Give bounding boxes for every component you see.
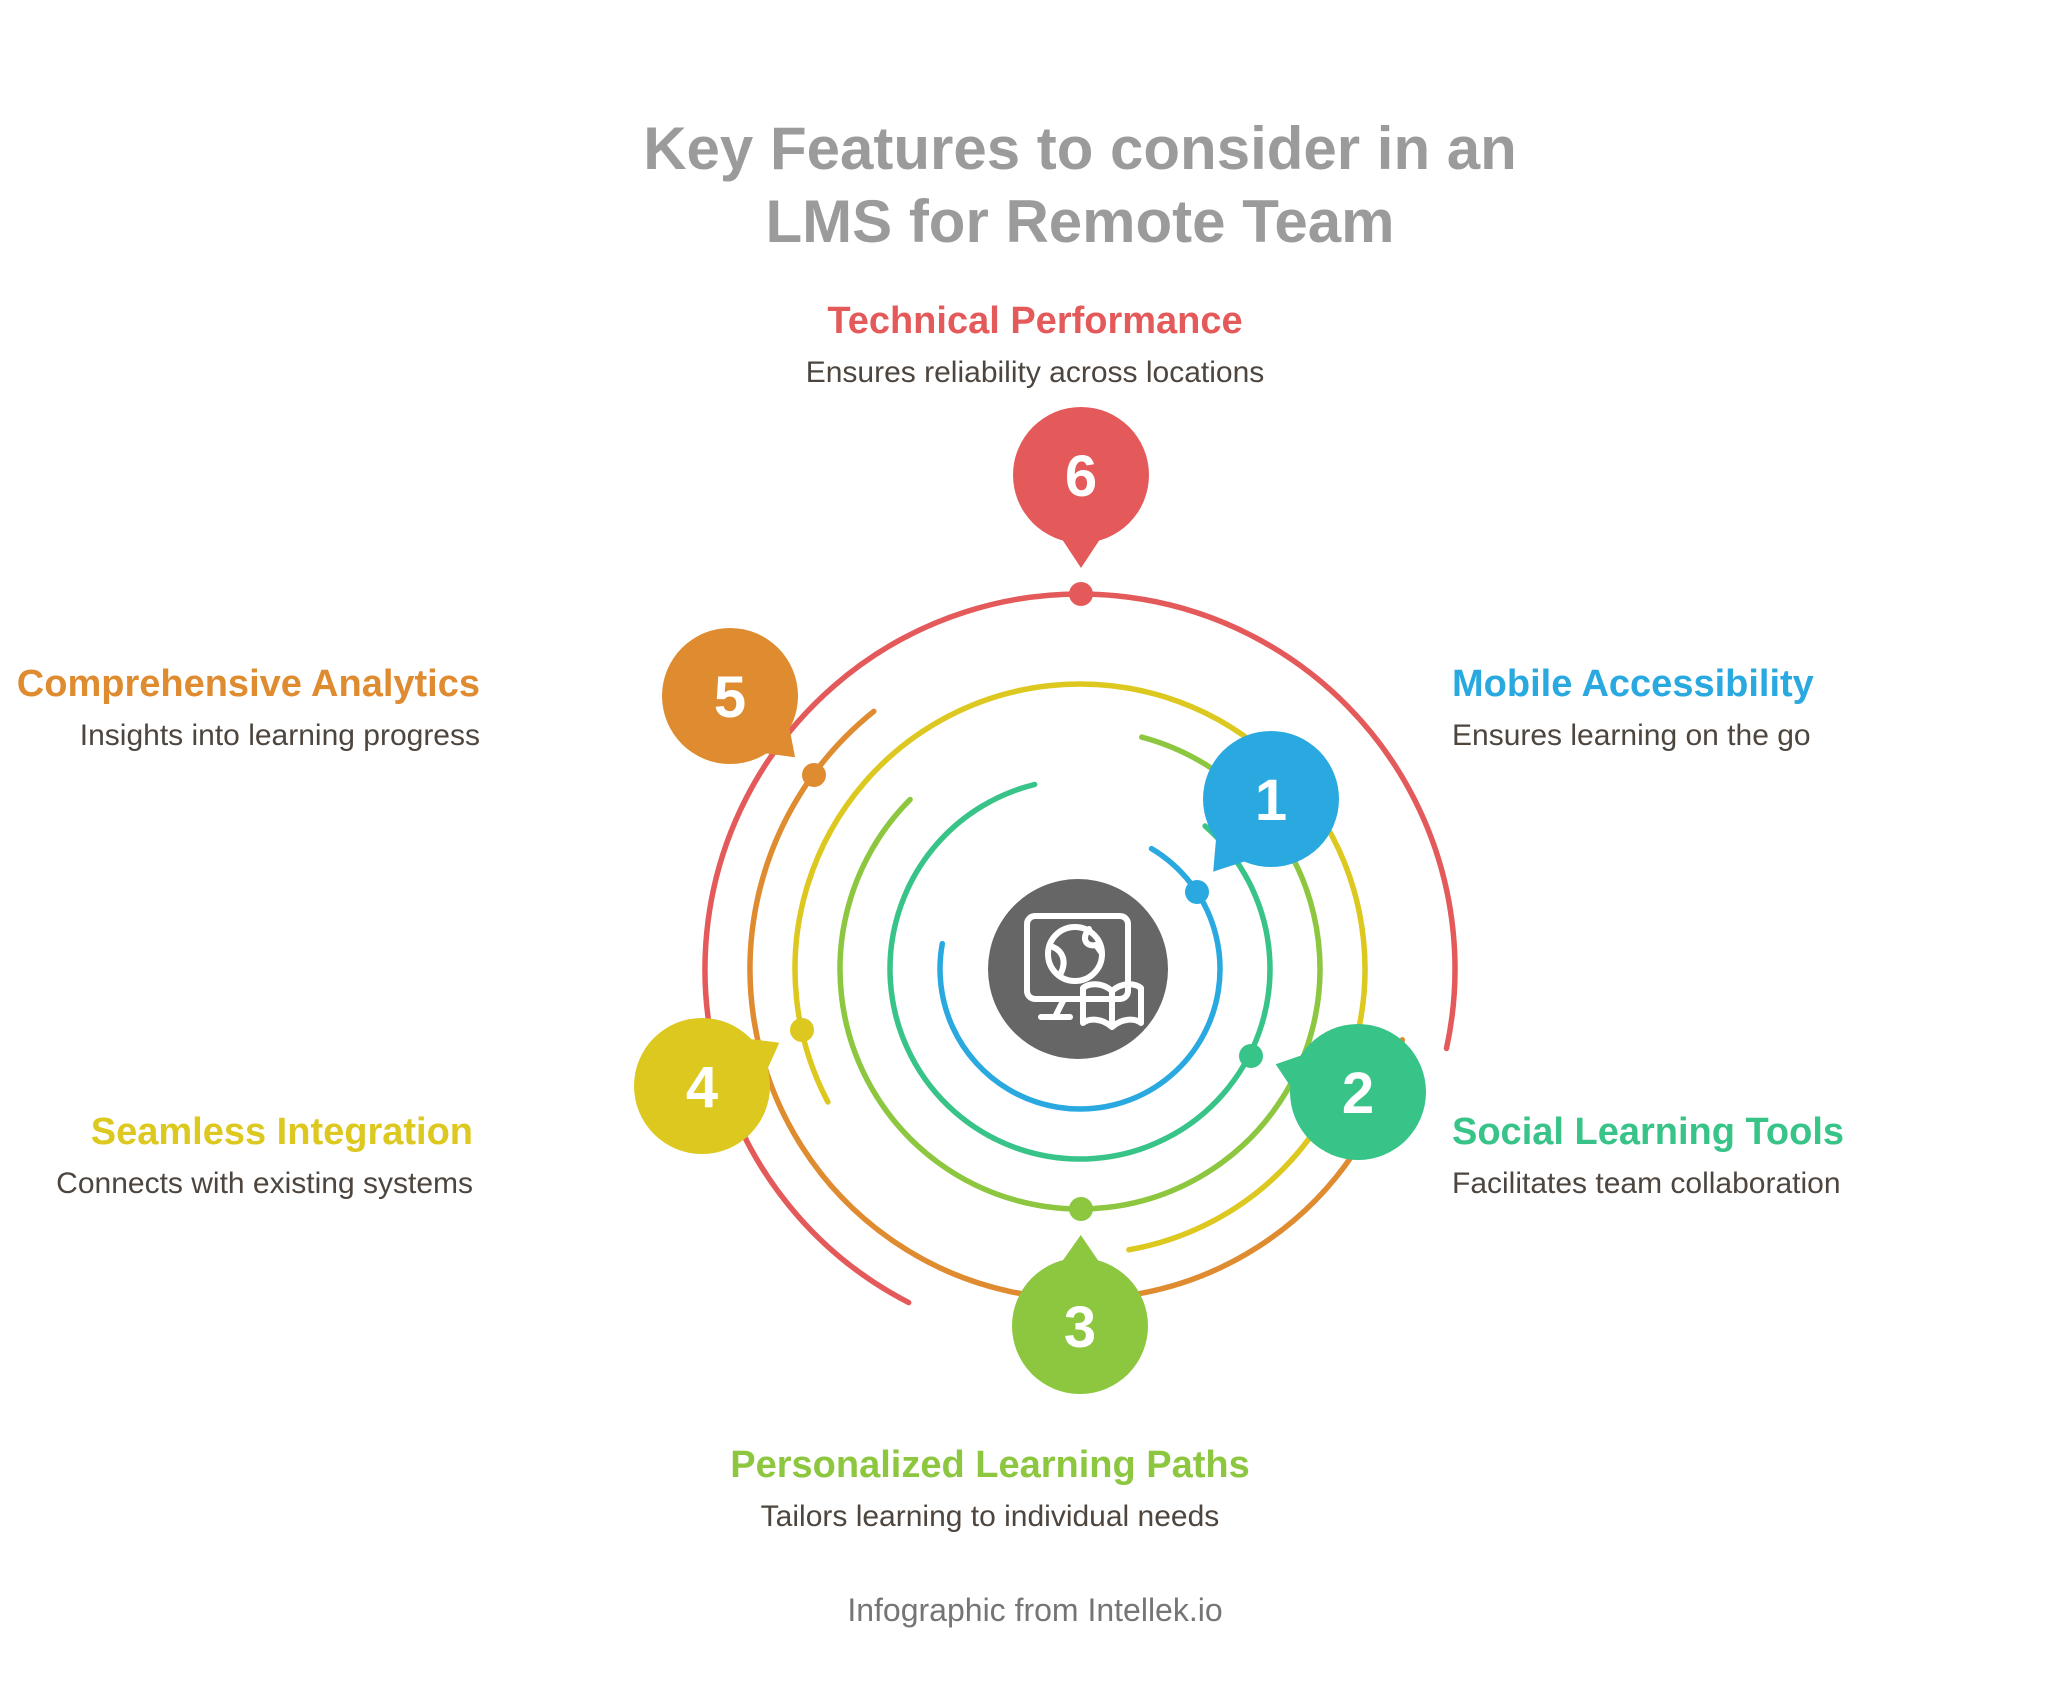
page-title-line1: Key Features to consider in an: [643, 115, 1517, 182]
bubble-4: [634, 1018, 770, 1154]
page-title-line2: LMS for Remote Team: [765, 188, 1395, 256]
feature-heading: Social Learning Tools: [1452, 1111, 1845, 1153]
feature-description: Tailors learning to individual needs: [760, 1499, 1220, 1533]
bubble-number-1: 1: [1255, 768, 1287, 833]
feature-description: Connects with existing systems: [56, 1166, 473, 1200]
center-circle: [988, 879, 1168, 1059]
bubble-number-4: 4: [686, 1055, 718, 1120]
globe-continent-icon: [1050, 926, 1104, 976]
ring-dot-1: [1185, 880, 1209, 904]
feature-label-technical-performance: Technical Performance Ensures reliabilit…: [806, 300, 1265, 390]
feature-description: Facilitates team collaboration: [1452, 1166, 1841, 1200]
feature-heading: Personalized Learning Paths: [730, 1444, 1250, 1486]
monitor-stand-icon: [1038, 996, 1073, 1020]
bubble-number-2: 2: [1342, 1061, 1374, 1126]
feature-label-comprehensive-analytics: Comprehensive Analytics Insights into le…: [17, 663, 480, 753]
bubble-number-6: 6: [1065, 444, 1097, 509]
ring-arc-1: [937, 826, 1223, 1112]
book-icon: [1080, 981, 1144, 1030]
bubble-number-3: 3: [1064, 1295, 1096, 1360]
feature-heading: Mobile Accessibility: [1452, 663, 1814, 705]
bubble-5: [662, 628, 798, 764]
page-title: Key Features to consider in an LMS for R…: [643, 112, 1517, 258]
bubble-3: [1012, 1258, 1148, 1394]
bubble-1: [1203, 731, 1339, 867]
feature-heading: Seamless Integration: [90, 1111, 473, 1153]
ring-arc-3: [837, 726, 1323, 1212]
bubble-number-5: 5: [714, 665, 746, 730]
feature-label-personalized-learning-paths: Personalized Learning Paths Tailors lear…: [730, 1444, 1249, 1534]
feature-heading: Technical Performance: [827, 300, 1243, 342]
monitor-icon: [1024, 913, 1131, 1002]
ring-dot-2: [1239, 1044, 1263, 1068]
feature-label-mobile-accessibility: Mobile Accessibility Ensures learning on…: [1452, 663, 1814, 753]
feature-description: Insights into learning progress: [79, 718, 480, 752]
feature-description: Ensures learning on the go: [1452, 718, 1811, 752]
number-bubbles: 1 2 3 4 5 6: [634, 407, 1426, 1394]
ring-dot-6: [1069, 582, 1093, 606]
ring-dot-5: [802, 763, 826, 787]
feature-heading: Comprehensive Analytics: [16, 663, 480, 705]
feature-label-social-learning-tools: Social Learning Tools Facilitates team c…: [1452, 1111, 1844, 1201]
lms-monitor-globe-book-icon: [988, 879, 1168, 1059]
feature-label-seamless-integration: Seamless Integration Connects with exist…: [56, 1111, 473, 1201]
bubble-2: [1290, 1024, 1426, 1160]
bubble-6: [1013, 407, 1149, 543]
ring-dot-3: [1069, 1197, 1093, 1221]
ring-arc-2: [887, 776, 1273, 1162]
ring-arc-4: [792, 681, 1368, 1257]
ring-dot-4: [790, 1018, 814, 1042]
ring-arc-6: [702, 591, 1458, 1347]
feature-description: Ensures reliability across locations: [805, 355, 1265, 389]
attribution-text: Infographic from Intellek.io: [847, 1592, 1223, 1628]
